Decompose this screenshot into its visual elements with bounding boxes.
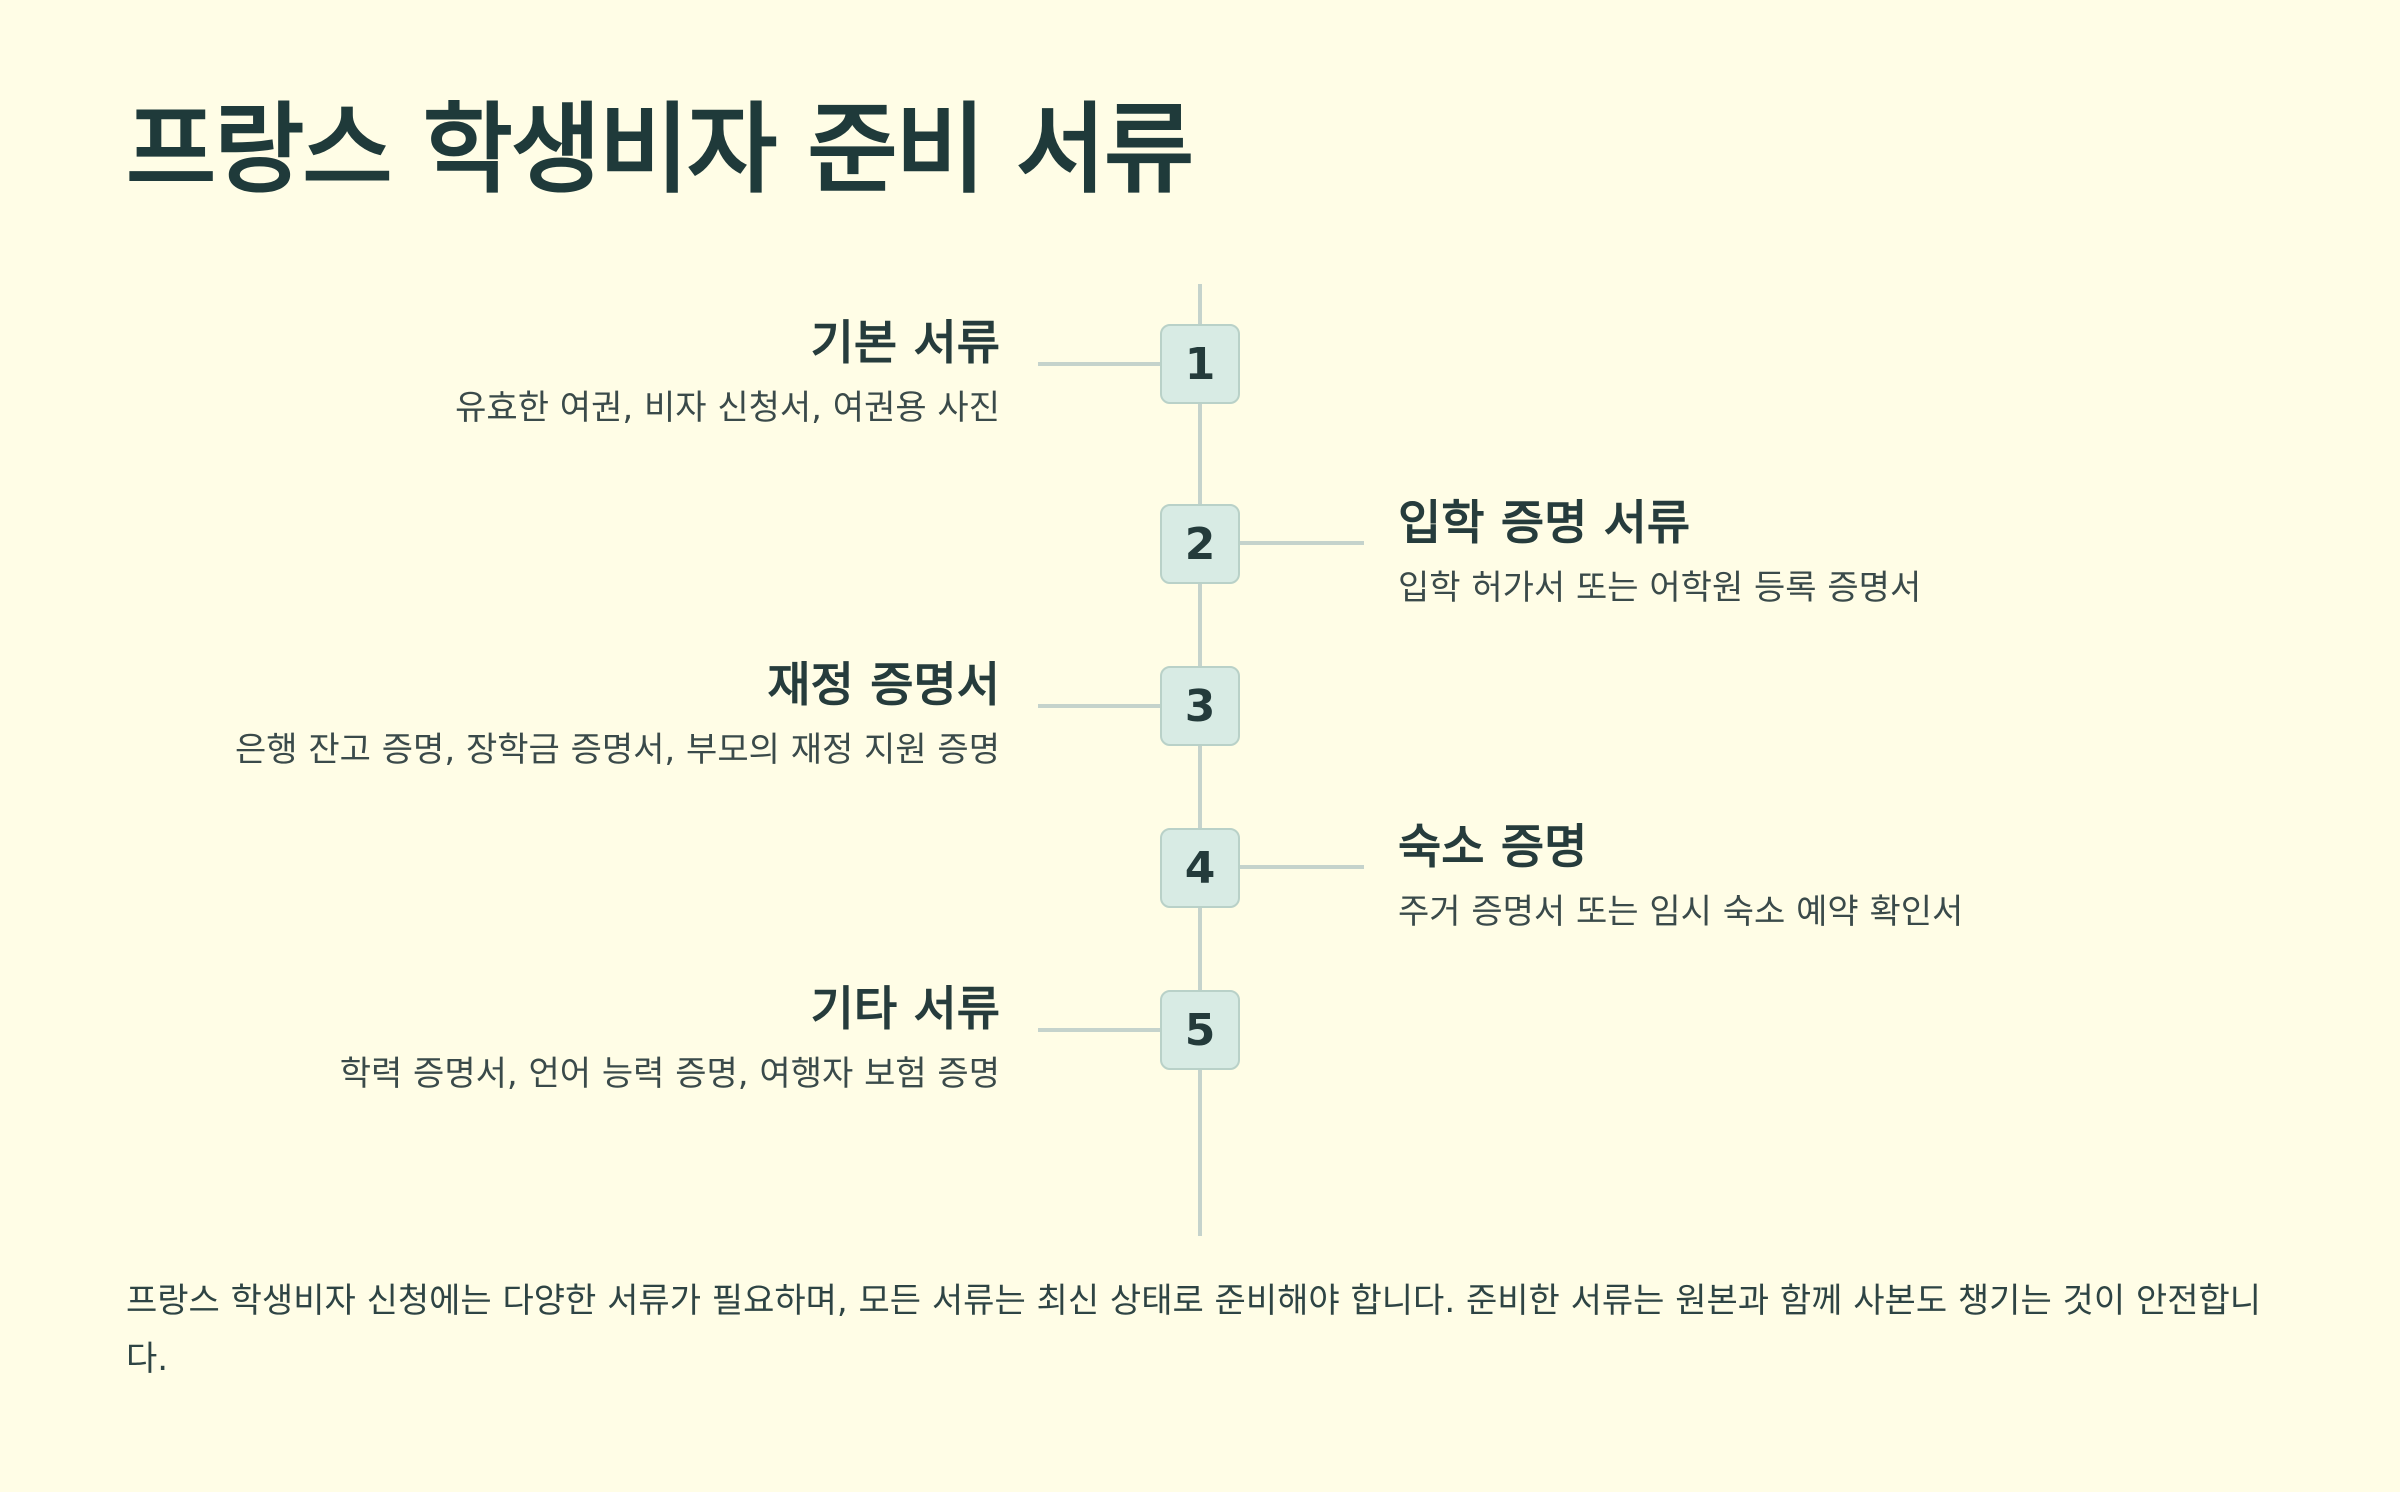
step-5-connector [1038, 1028, 1162, 1032]
step-2: 입학 증명 서류 입학 허가서 또는 어학원 등록 증명서 [1398, 494, 2298, 610]
step-2-description: 입학 허가서 또는 어학원 등록 증명서 [1398, 568, 1922, 608]
step-5-badge: 5 [1160, 990, 1240, 1070]
step-1-connector [1038, 362, 1162, 366]
step-5-description: 학력 증명서, 언어 능력 증명, 여행자 보험 증명 [339, 1054, 1000, 1094]
step-5-title: 기타 서류 [810, 982, 1000, 1037]
step-3-description: 은행 잔고 증명, 장학금 증명서, 부모의 재정 지원 증명 [235, 730, 1000, 770]
step-1-title: 기본 서류 [810, 316, 1000, 371]
step-1-description: 유효한 여권, 비자 신청서, 여권용 사진 [455, 388, 1000, 428]
page-title: 프랑스 학생비자 준비 서류 [126, 93, 1194, 207]
step-3-badge: 3 [1160, 666, 1240, 746]
step-3: 재정 증명서 은행 잔고 증명, 장학금 증명서, 부모의 재정 지원 증명 [100, 656, 1000, 772]
step-2-connector [1240, 541, 1364, 545]
step-4-connector [1240, 865, 1364, 869]
step-1: 기본 서류 유효한 여권, 비자 신청서, 여권용 사진 [100, 314, 1000, 430]
step-4-badge: 4 [1160, 828, 1240, 908]
footer-note: 프랑스 학생비자 신청에는 다양한 서류가 필요하며, 모든 서류는 최신 상태… [126, 1281, 2262, 1379]
step-3-title: 재정 증명서 [767, 658, 1000, 713]
step-4-description: 주거 증명서 또는 임시 숙소 예약 확인서 [1398, 892, 1964, 932]
step-2-title: 입학 증명 서류 [1398, 496, 1691, 551]
step-4: 숙소 증명 주거 증명서 또는 임시 숙소 예약 확인서 [1398, 818, 2298, 934]
step-5: 기타 서류 학력 증명서, 언어 능력 증명, 여행자 보험 증명 [100, 980, 1000, 1096]
timeline-axis [1198, 284, 1202, 1236]
step-2-badge: 2 [1160, 504, 1240, 584]
step-1-badge: 1 [1160, 324, 1240, 404]
step-3-connector [1038, 704, 1162, 708]
step-4-title: 숙소 증명 [1398, 820, 1588, 875]
